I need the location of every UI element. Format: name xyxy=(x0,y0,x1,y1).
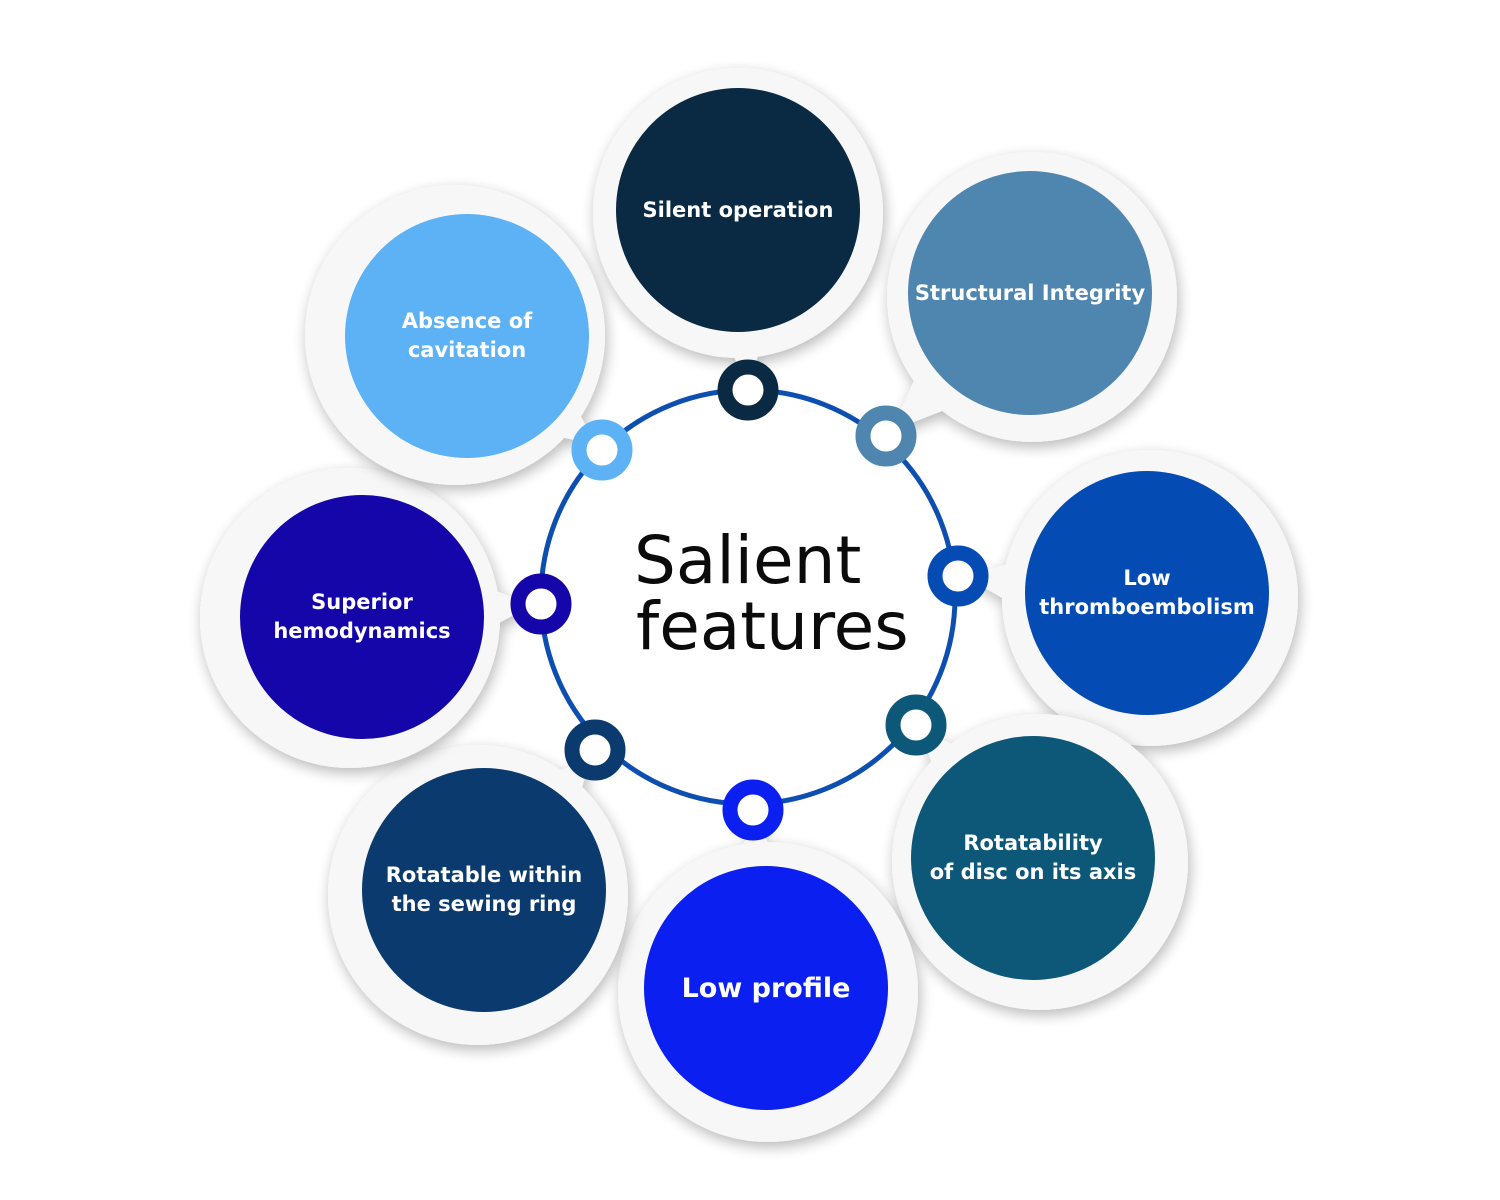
feature-label-line: Silent operation xyxy=(642,197,834,222)
feature-label: Absence of cavitation xyxy=(352,276,582,396)
ring-node xyxy=(510,573,572,635)
ring-nodes xyxy=(510,359,989,841)
feature-label-line: Superior xyxy=(311,590,413,614)
feature-label-line: Rotatability xyxy=(963,831,1103,855)
ring-node xyxy=(927,545,989,607)
feature-label: Rotatable within the sewing ring xyxy=(369,830,599,950)
feature-label-line: Structural Integrity xyxy=(914,280,1146,305)
feature-bubble xyxy=(362,768,606,1012)
feature-bubbles xyxy=(240,88,1269,1110)
feature-label: Superior hemodynamics xyxy=(247,557,477,677)
feature-label: Rotatability of disc on its axis xyxy=(918,798,1148,918)
ring-node xyxy=(855,405,917,467)
feature-bubble xyxy=(644,866,888,1110)
feature-label: Low profile xyxy=(651,928,881,1048)
ring-node xyxy=(722,779,784,841)
ring-node xyxy=(564,719,626,781)
feature-label-line: Low profile xyxy=(681,972,851,1004)
feature-label-line: cavitation xyxy=(407,338,527,362)
feature-bubble xyxy=(616,88,860,332)
center-title-line-1: Salient xyxy=(634,522,862,599)
center-title-line-2: features xyxy=(636,588,909,665)
feature-bubble xyxy=(240,495,484,739)
feature-label-line: hemodynamics xyxy=(273,619,451,643)
feature-label: Low thromboembolism xyxy=(1032,533,1262,653)
feature-label-line: Rotatable within xyxy=(385,863,583,887)
ring-node xyxy=(717,359,779,421)
feature-label-line: Absence of xyxy=(401,309,533,333)
ring-node xyxy=(571,419,633,481)
feature-label: Structural Integrity xyxy=(915,233,1145,353)
feature-bubble xyxy=(1025,471,1269,715)
feature-bubble xyxy=(345,214,589,458)
feature-label-line: Low xyxy=(1123,566,1171,590)
ring-node xyxy=(885,694,947,756)
feature-label: Silent operation xyxy=(623,150,853,270)
feature-bubble xyxy=(908,171,1152,415)
feature-label-line: thromboembolism xyxy=(1039,595,1255,619)
center-title: Salient features xyxy=(600,528,910,660)
feature-bubble xyxy=(911,736,1155,980)
feature-label-line: the sewing ring xyxy=(391,892,577,916)
feature-label-line: of disc on its axis xyxy=(929,860,1137,884)
